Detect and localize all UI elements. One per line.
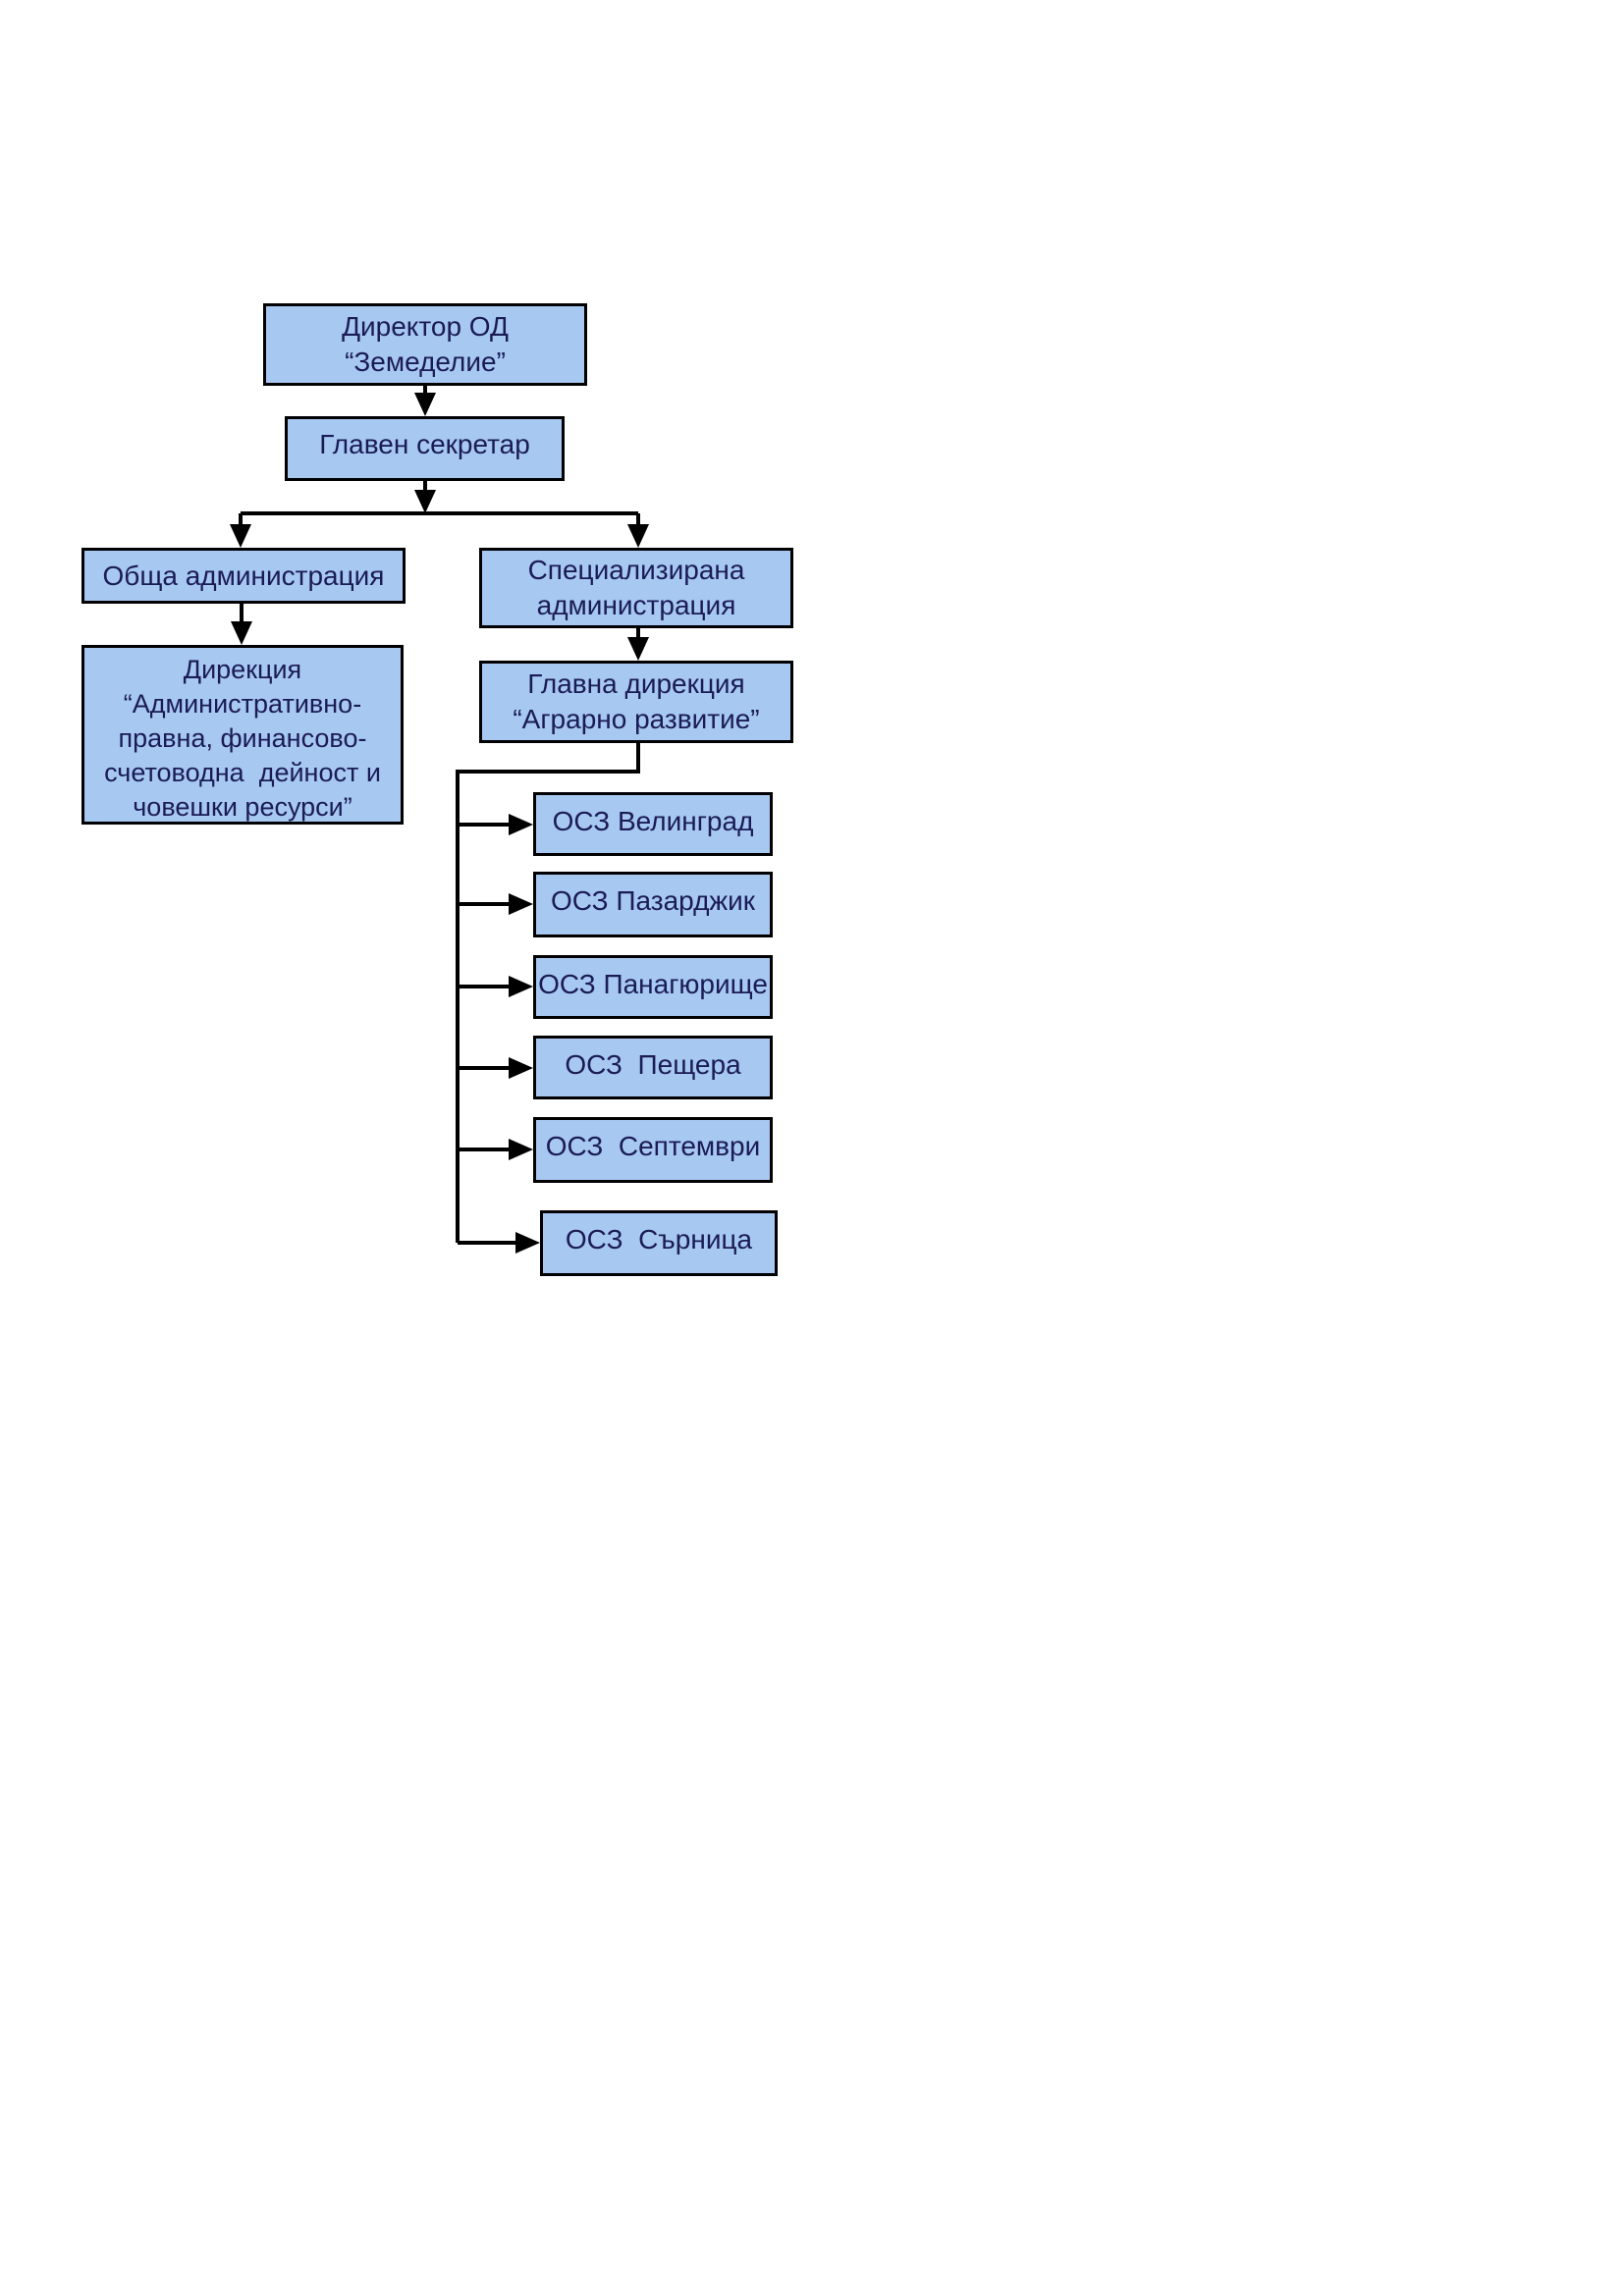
org-box-directorate-line3: правна, финансово- [118,723,367,753]
connector-split-to-general-admin [230,513,251,548]
org-box-directorate-line4: счетоводна дейност и [104,758,381,787]
org-box-osz-peshtera: ОСЗ Пещера [533,1036,773,1099]
connector-trunk-to-osz-panagyurishte [458,976,533,997]
org-box-secretary-label: Главен секретар [319,429,530,459]
connector-trunk-to-osz-peshtera [458,1057,533,1079]
connector-secretary-to-split [414,481,436,513]
org-box-general-admin-label: Обща администрация [102,560,385,591]
org-box-director-line2: “Земеделие” [345,347,506,377]
connector-director-to-secretary [414,386,436,416]
org-box-osz-pazardzhik: ОСЗ Пазарджик [533,872,773,937]
connector-split-to-specialized-admin [627,513,649,548]
org-box-directorate-line2: “Административно- [123,689,362,719]
org-box-directorate: Дирекция “Административно- правна, финан… [81,645,404,825]
org-box-osz-velingrad-label: ОСЗ Велинград [552,806,754,836]
org-box-osz-velingrad: ОСЗ Велинград [533,792,773,856]
org-box-osz-sarnitsa-label: ОСЗ Сърница [565,1224,753,1255]
connector-trunk-to-osz-pazardzhik [458,893,533,915]
org-box-osz-panagyurishte-label: ОСЗ Панагюрище [538,969,768,999]
org-box-specialized-admin-line2: администрация [536,590,736,620]
org-box-general-admin: Обща администрация [81,548,406,604]
org-box-main-directorate-line1: Главна дирекция [527,668,745,699]
org-box-osz-septemvri: ОСЗ Септември [533,1117,773,1183]
org-box-main-directorate-line2: “Аграрно развитие” [513,704,760,734]
org-box-osz-pazardzhik-label: ОСЗ Пазарджик [550,885,756,916]
connector-trunk-to-osz-sarnitsa [458,1232,540,1254]
org-box-directorate-line5: човешки ресурси” [133,792,352,822]
org-box-osz-septemvri-label: ОСЗ Септември [545,1131,761,1161]
connector-specialized-to-main-directorate [627,628,649,661]
org-box-director: Директор ОД “Земеделие” [263,303,587,386]
org-box-specialized-admin-line1: Специализирана [527,555,745,585]
org-box-osz-panagyurishte: ОСЗ Панагюрище [533,955,773,1019]
org-box-osz-sarnitsa: ОСЗ Сърница [540,1210,778,1276]
org-box-secretary: Главен секретар [285,416,565,481]
org-box-directorate-line1: Дирекция [183,655,302,684]
connector-trunk-to-osz-septemvri [458,1139,533,1160]
connector-trunk-to-osz-velingrad [458,814,533,835]
org-box-specialized-admin: Специализирана администрация [479,548,793,628]
connector-general-admin-to-directorate [231,604,252,645]
org-box-osz-peshtera-label: ОСЗ Пещера [565,1049,741,1080]
org-box-main-directorate: Главна дирекция “Аграрно развитие” [479,661,793,743]
org-box-director-line1: Директор ОД [342,311,509,342]
connector-trunk [456,743,640,1243]
